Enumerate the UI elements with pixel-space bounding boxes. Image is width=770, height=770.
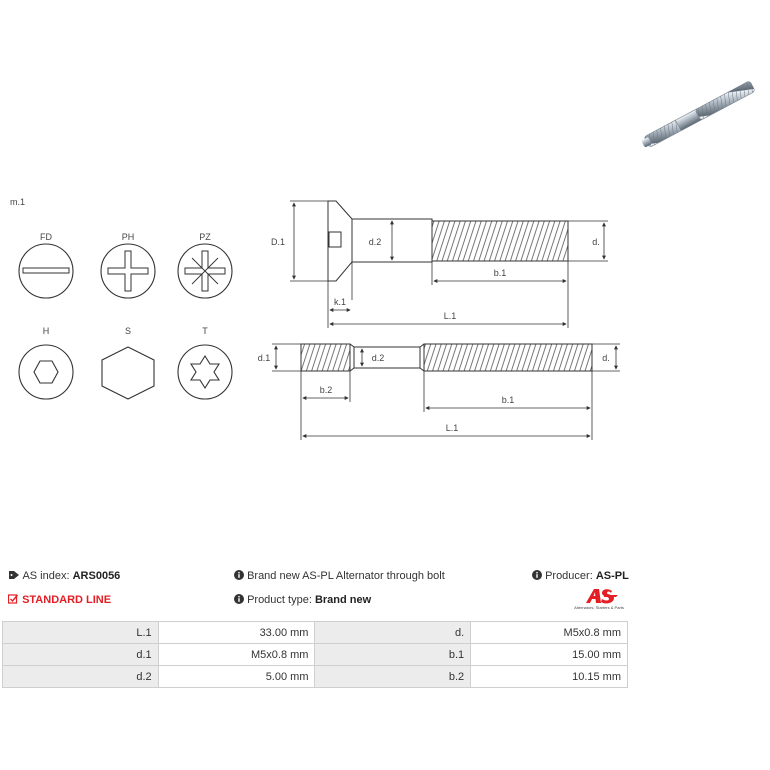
- description-text: Brand new AS-PL Alternator through bolt: [247, 570, 445, 582]
- spec-value: 15.00 mm: [470, 643, 628, 666]
- brand-logo: Alternators, Starters & Parts: [566, 587, 630, 613]
- torx-drive-icon: [177, 344, 233, 400]
- producer: Producer: AS-PL: [532, 570, 629, 582]
- head-type-ph: PH: [100, 232, 156, 299]
- head-type-fd: FD: [18, 232, 74, 299]
- head-type-h: H: [18, 326, 74, 400]
- head-type-code: PZ: [199, 232, 211, 242]
- dim-label-d: d.: [602, 353, 610, 363]
- spec-value: 5.00 mm: [157, 665, 316, 688]
- product-photo: [641, 81, 755, 147]
- producer-label: Producer:: [545, 570, 593, 582]
- logo-mark: [586, 589, 618, 604]
- info-icon: [234, 594, 244, 604]
- product-line: STANDARD LINE: [7, 594, 112, 606]
- info-icon: [532, 570, 542, 580]
- stud-drawing: [300, 343, 593, 372]
- technical-diagram: m.1 FD PH PZ H S: [10, 197, 620, 440]
- slot-drive-icon: [18, 243, 74, 299]
- product-type-value: Brand new: [314, 594, 372, 606]
- tag-icon: [9, 571, 19, 579]
- phillips-drive-icon: [100, 243, 156, 299]
- product-type-label: Product type:: [247, 594, 312, 606]
- dim-label-d2: d.2: [369, 237, 382, 247]
- bolt-drawing: [327, 200, 569, 300]
- dim-label-k1: k.1: [334, 297, 346, 307]
- spec-key: d.1: [2, 643, 159, 666]
- head-type-code: S: [125, 326, 131, 336]
- as-index: AS index: ARS0056: [8, 570, 120, 582]
- dim-label-b1: b.1: [494, 268, 507, 278]
- dim-label-L1: L.1: [446, 423, 459, 433]
- dim-label-b2: b.2: [320, 385, 333, 395]
- head-type-code: FD: [40, 232, 52, 242]
- as-index-label: AS index:: [22, 570, 70, 582]
- product-description: Brand new AS-PL Alternator through bolt: [234, 570, 445, 582]
- checkbox-icon: [7, 594, 19, 604]
- head-type-s: S: [101, 326, 155, 400]
- spec-key: d.: [314, 621, 472, 644]
- head-type-code: H: [43, 326, 50, 336]
- dim-label-L1: L.1: [444, 311, 457, 321]
- producer-value: AS-PL: [595, 570, 629, 582]
- hex-socket-drive-icon: [18, 344, 74, 400]
- logo-subtext: Alternators, Starters & Parts: [574, 605, 624, 610]
- product-type: Product type: Brand new: [234, 594, 371, 606]
- spec-value: M5x0.8 mm: [157, 643, 316, 666]
- head-type-pz: PZ: [177, 232, 233, 299]
- dim-label-d: d.: [592, 237, 600, 247]
- spec-value: 33.00 mm: [157, 621, 316, 644]
- spec-value: 10.15 mm: [470, 665, 628, 688]
- dim-label-d1: d.1: [258, 353, 271, 363]
- dim-label-b1: b.1: [502, 395, 515, 405]
- spec-key: b.1: [314, 643, 472, 666]
- bolt-dimensions: [290, 200, 608, 328]
- spec-value: M5x0.8 mm: [470, 621, 628, 644]
- as-index-value: ARS0056: [72, 570, 121, 582]
- spec-key: b.2: [314, 665, 472, 688]
- variant-label: m.1: [10, 197, 25, 207]
- head-type-code: PH: [122, 232, 135, 242]
- info-icon: [234, 570, 244, 580]
- pozidriv-drive-icon: [177, 243, 233, 299]
- dim-label-d2: d.2: [372, 353, 385, 363]
- spec-key: d.2: [2, 665, 159, 688]
- stud-dimensions: [272, 343, 620, 440]
- head-type-code: T: [202, 326, 208, 336]
- spec-key: L.1: [2, 621, 159, 644]
- hex-head-icon: [101, 346, 155, 400]
- dim-label-D1: D.1: [271, 237, 285, 247]
- head-type-t: T: [177, 326, 233, 400]
- line-label: STANDARD LINE: [22, 594, 112, 606]
